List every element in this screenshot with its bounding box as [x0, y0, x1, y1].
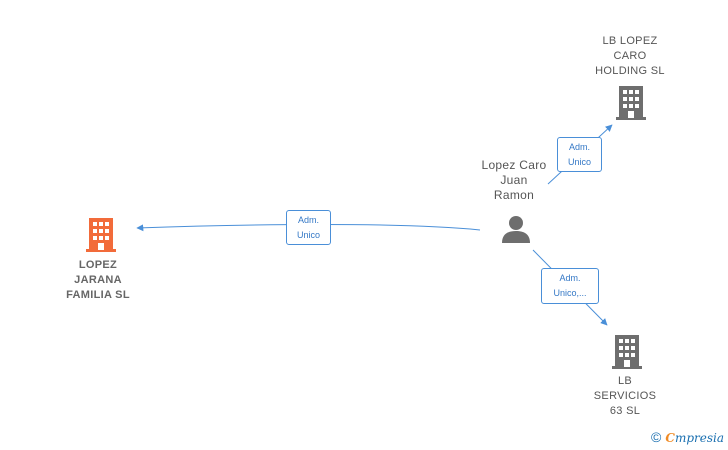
edge-label-line: Adm. [568, 142, 590, 152]
node-label-line: SERVICIOS [593, 390, 657, 402]
brand-logo-initial: C [665, 431, 675, 445]
building-icon[interactable] [616, 86, 646, 120]
node-label-line: FAMILIA SL [66, 289, 130, 301]
edge-label-to-jarana[interactable]: Adm. Unico [286, 210, 331, 245]
node-label-lb-servicios[interactable]: LB SERVICIOS 63 SL [575, 374, 675, 419]
edge-label-to-holding[interactable]: Adm. Unico [557, 137, 602, 172]
person-icon[interactable] [501, 214, 531, 244]
edge-label-to-servicios[interactable]: Adm. Unico,... [541, 268, 599, 304]
node-label-line: LB [617, 375, 633, 387]
brand-logo-text: mpresia [674, 431, 724, 445]
node-label-line: 63 SL [609, 405, 641, 417]
node-label-person[interactable]: Lopez Caro Juan Ramon [466, 158, 562, 203]
node-label-lb-holding[interactable]: LB LOPEZ CARO HOLDING SL [580, 34, 680, 79]
edge-label-line: Adm. [559, 273, 581, 283]
edge-label-line: Unico [296, 230, 320, 240]
edge-label-line: Unico [567, 157, 591, 167]
node-label-line: CARO [613, 50, 647, 62]
node-label-line: HOLDING SL [595, 65, 665, 77]
building-icon[interactable] [612, 335, 642, 369]
node-label-line: Lopez Caro [481, 158, 547, 172]
node-label-line: LB LOPEZ [602, 35, 658, 47]
node-label-line: JARANA [74, 274, 122, 286]
brand-footer[interactable]: ©Cmpresia [651, 429, 724, 445]
node-label-lopez-jarana[interactable]: LOPEZ JARANA FAMILIA SL [46, 258, 150, 303]
edge-label-line: Unico,... [553, 288, 587, 298]
node-label-line: LOPEZ [78, 259, 118, 271]
building-icon[interactable] [86, 218, 116, 252]
copyright-icon: © [651, 429, 662, 445]
node-label-line: Ramon [493, 188, 535, 202]
edge-label-line: Adm. [297, 215, 319, 225]
node-label-line: Juan [500, 173, 528, 187]
